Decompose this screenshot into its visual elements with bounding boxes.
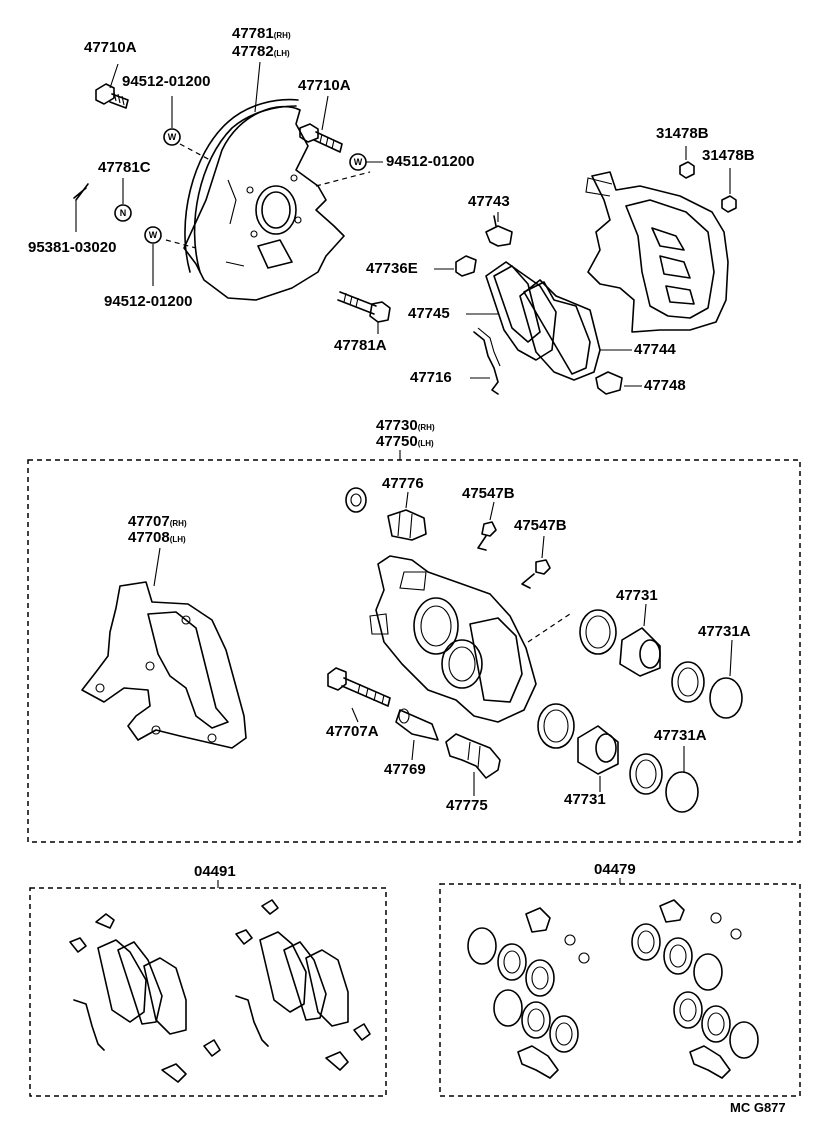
caliper-main	[369, 555, 537, 723]
label-47744: 47744	[634, 341, 676, 358]
bolt-47710A-top	[95, 83, 129, 109]
piston-47731-top	[619, 627, 661, 677]
assembly-box-47730	[27, 459, 801, 843]
kit-box-04491	[29, 887, 387, 1097]
label-47750: 47750(LH)	[376, 433, 434, 450]
label-47547B-b: 47547B	[514, 517, 567, 534]
washer-symbol-top: W	[163, 128, 181, 146]
label-04479: 04479	[594, 861, 636, 878]
label-47781A: 47781A	[334, 337, 387, 354]
seal-ring-bottom	[537, 703, 575, 749]
dust-cover-47781	[183, 98, 345, 301]
washer-symbol-bottom: W	[144, 226, 162, 244]
kit-04479-parts	[467, 899, 759, 1079]
label-31478B-b: 31478B	[702, 147, 755, 164]
svg-text:W: W	[168, 132, 177, 142]
bolt-47707A	[327, 667, 391, 707]
ring-47731A-top	[709, 677, 743, 719]
label-47710A-top: 47710A	[84, 39, 137, 56]
label-47745: 47745	[408, 305, 450, 322]
label-94512-right: 94512-01200	[386, 153, 475, 170]
mounting-bracket-47707	[81, 581, 247, 749]
label-47730: 47730(RH)	[376, 417, 435, 434]
boot-small	[345, 487, 367, 513]
label-47731A-bottom: 47731A	[654, 727, 707, 744]
label-47748: 47748	[644, 377, 686, 394]
label-47716: 47716	[410, 369, 452, 386]
seal-ring-top	[579, 609, 617, 655]
bolt-47710A-right	[299, 123, 343, 153]
label-04491: 04491	[194, 863, 236, 880]
svg-text:W: W	[354, 157, 363, 167]
pin-47775	[445, 733, 501, 779]
ring-47731A-bottom	[665, 771, 699, 813]
label-94512-bottom: 94512-01200	[104, 293, 193, 310]
boot-top	[671, 661, 705, 703]
boot-bottom	[629, 753, 663, 795]
spring-47716	[473, 327, 501, 395]
label-47707A: 47707A	[326, 723, 379, 740]
clip-47736E	[455, 255, 477, 277]
label-47769: 47769	[384, 761, 426, 778]
pad-47745	[485, 261, 557, 361]
label-47776: 47776	[382, 475, 424, 492]
bleeder-47547B-a	[477, 521, 497, 551]
label-47736E: 47736E	[366, 260, 418, 277]
piston-47731-bottom	[577, 725, 619, 775]
label-47731-top: 47731	[616, 587, 658, 604]
nut-symbol: N	[114, 204, 132, 222]
clip-47748	[595, 371, 623, 395]
bolt-47781A	[337, 291, 391, 323]
label-47708: 47708(LH)	[128, 529, 186, 546]
diagram-code: MC G877	[730, 1100, 786, 1115]
label-94512-top: 94512-01200	[122, 73, 211, 90]
label-95381: 95381-03020	[28, 239, 117, 256]
bushing-47776	[387, 509, 427, 541]
washer-symbol-right: W	[349, 153, 367, 171]
label-47743: 47743	[468, 193, 510, 210]
label-47782: 47782(LH)	[232, 43, 290, 60]
pin-95381	[73, 183, 89, 201]
clip-47743	[485, 215, 513, 247]
label-47731A-top: 47731A	[698, 623, 751, 640]
label-47781C: 47781C	[98, 159, 151, 176]
bleeder-cap-31478B	[679, 161, 737, 213]
bleeder-47547B-b	[521, 559, 551, 589]
kit-box-04479	[439, 883, 801, 1097]
svg-text:N: N	[120, 208, 127, 218]
svg-text:W: W	[149, 230, 158, 240]
label-47707: 47707(RH)	[128, 513, 187, 530]
label-47710A-right: 47710A	[298, 77, 351, 94]
label-47775: 47775	[446, 797, 488, 814]
caliper-upper	[585, 171, 729, 333]
sleeve-47769	[395, 708, 439, 741]
label-47731-bottom: 47731	[564, 791, 606, 808]
kit-04491-parts	[69, 899, 371, 1083]
label-47547B-a: 47547B	[462, 485, 515, 502]
pad-47744	[519, 279, 601, 381]
label-47781: 47781(RH)	[232, 25, 291, 42]
label-31478B-a: 31478B	[656, 125, 709, 142]
